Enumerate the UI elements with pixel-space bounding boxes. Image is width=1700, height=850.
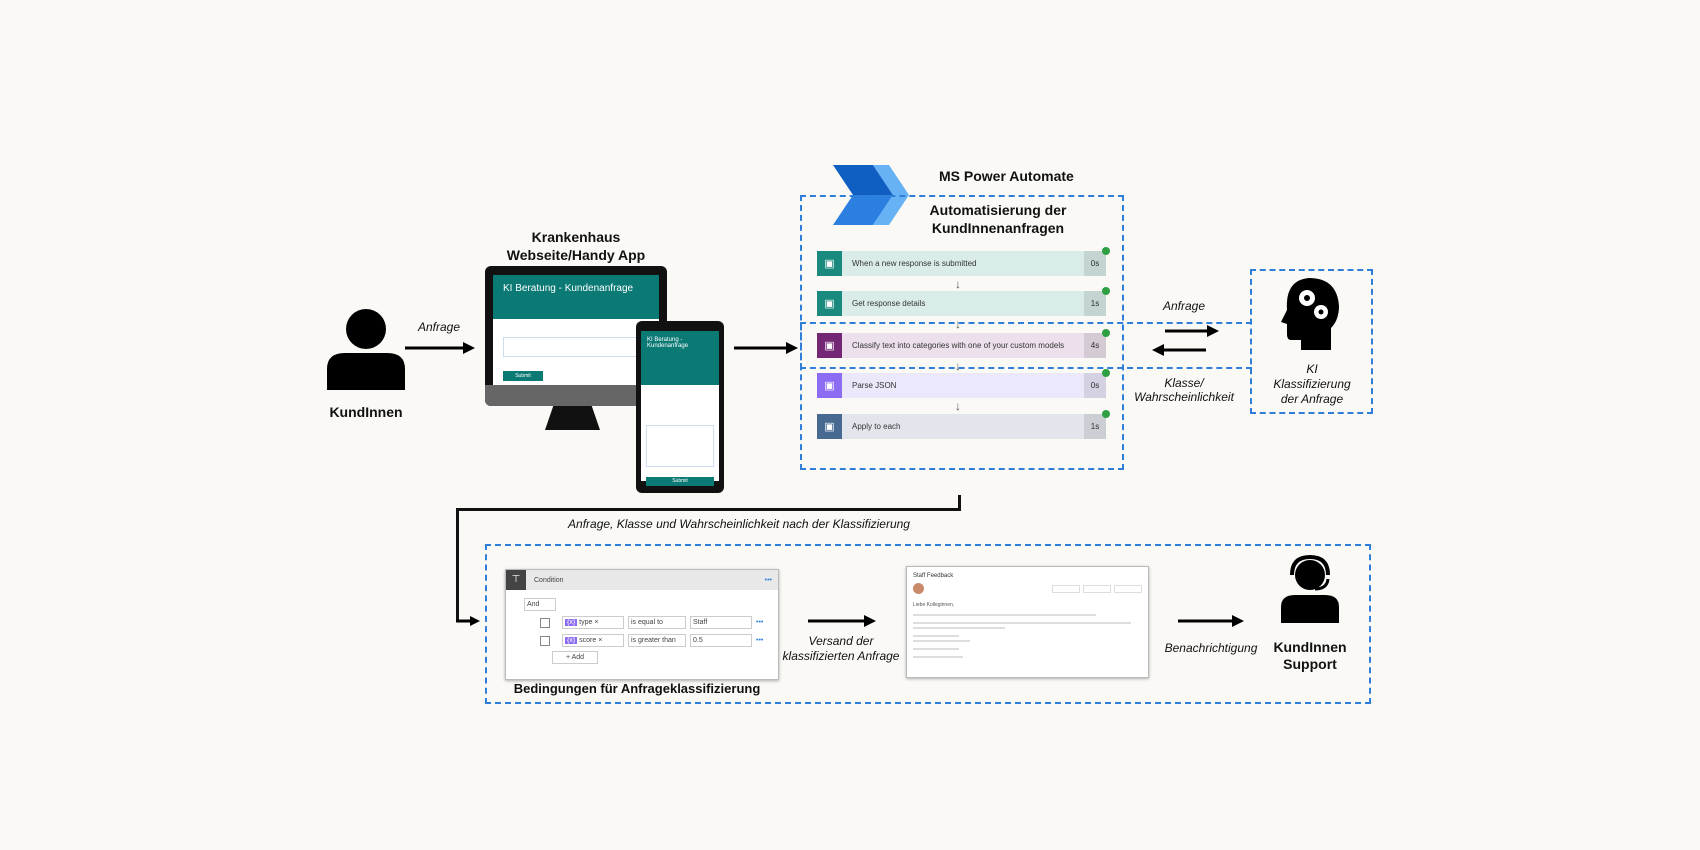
arrow-right-icon	[1178, 615, 1244, 627]
add-label: Add	[571, 654, 585, 661]
connector-line	[456, 508, 459, 622]
condition-caption: Bedingungen für Anfrageklassifizierung	[513, 681, 761, 696]
field-token[interactable]: type	[579, 619, 593, 626]
request-arrow-label: Anfrage	[417, 320, 461, 334]
step-duration: 1s	[1084, 414, 1106, 439]
more-icon[interactable]: •••	[756, 637, 764, 644]
phone-submit-button[interactable]: Submit	[646, 477, 714, 486]
operator-dropdown[interactable]: is equal to	[628, 616, 686, 629]
notify-label: Benachrichtigung	[1164, 641, 1258, 655]
arrow-right-icon	[1165, 325, 1219, 337]
arrow-right-icon	[734, 342, 798, 354]
arrow-right-icon	[456, 616, 480, 626]
condition-row: {x} score × is greater than 0.5 •••	[540, 634, 778, 647]
ai-box	[1250, 269, 1373, 414]
arrow-right-icon	[808, 615, 876, 627]
step-label: Apply to each	[852, 422, 901, 431]
send-label-1: Versand der	[808, 634, 874, 648]
step-icon: ▣	[817, 291, 842, 316]
pa-product-label: MS Power Automate	[939, 168, 1074, 184]
send-label-2: klassifizierten Anfrage	[782, 649, 900, 663]
check-icon	[1102, 287, 1110, 295]
operator-dropdown[interactable]: is greater than	[628, 634, 686, 647]
phone-form-header: KI Beratung - Kundenanfrage	[641, 331, 719, 385]
more-icon[interactable]: •••	[756, 619, 764, 626]
arrow-left-icon	[1152, 344, 1206, 356]
add-button[interactable]: + Add	[552, 651, 598, 664]
support-headset-icon	[1281, 555, 1339, 623]
connector-line	[456, 508, 961, 511]
ai-request-label: Anfrage	[1162, 299, 1206, 313]
flow-step[interactable]: ▣ Get response details 1s	[817, 287, 1110, 316]
down-arrow-icon: ↓	[955, 359, 961, 373]
step-icon: ▣	[817, 373, 842, 398]
ai-response-label-2: Wahrscheinlichkeit	[1134, 390, 1234, 404]
checkbox[interactable]	[540, 635, 550, 646]
customers-label: KundInnen	[329, 404, 403, 420]
flow-step[interactable]: ▣ Classify text into categories with one…	[817, 329, 1110, 358]
pa-title-2: KundInnenanfragen	[931, 220, 1065, 236]
support-label-2: Support	[1283, 656, 1337, 672]
form-header: KI Beratung - Kundenanfrage	[493, 275, 659, 319]
monitor: KI Beratung - Kundenanfrage Submit	[485, 266, 667, 406]
step-duration: 1s	[1084, 291, 1106, 316]
connector-line	[958, 495, 961, 511]
ai-head-gears-icon	[1281, 278, 1339, 350]
person-icon	[327, 309, 405, 390]
email-preview: Staff Feedback Liebe Kolleginnen,	[906, 566, 1149, 678]
field-token[interactable]: score	[579, 637, 597, 644]
down-arrow-icon: ↓	[955, 277, 961, 291]
condition-row: {x} type × is equal to Staff •••	[540, 616, 778, 629]
step-icon: ▣	[817, 251, 842, 276]
down-arrow-icon: ↓	[955, 317, 961, 331]
website-title-2: Webseite/Handy App	[506, 247, 646, 263]
flow-step[interactable]: ▣ Apply to each 1s	[817, 410, 1110, 439]
condition-icon: ⊤	[506, 570, 526, 590]
classification-box	[800, 322, 1252, 369]
step-label: Get response details	[852, 299, 926, 308]
operator-select[interactable]: And	[524, 598, 556, 611]
flow-step[interactable]: ▣ When a new response is submitted 0s	[817, 247, 1110, 276]
flow-step[interactable]: ▣ Parse JSON 0s	[817, 369, 1110, 398]
routing-box	[485, 544, 1371, 704]
step-label: Parse JSON	[852, 381, 897, 390]
value-input[interactable]: Staff	[690, 616, 752, 629]
step-duration: 0s	[1084, 251, 1106, 276]
arrow-right-icon	[405, 342, 475, 354]
connector-label: Anfrage, Klasse und Wahrscheinlichkeit n…	[568, 517, 910, 531]
website-title-1: Krankenhaus	[531, 229, 621, 245]
condition-title: Condition	[534, 576, 564, 584]
email-subject: Staff Feedback	[913, 573, 954, 579]
step-label: Classify text into categories with one o…	[852, 341, 1065, 350]
step-duration: 0s	[1084, 373, 1106, 398]
check-icon	[1102, 329, 1110, 337]
step-icon: ▣	[817, 333, 842, 358]
ai-label-3: der Anfrage	[1280, 392, 1344, 406]
pa-title-1: Automatisierung der	[929, 202, 1067, 218]
check-icon	[1102, 247, 1110, 255]
email-greeting: Liebe Kolleginnen,	[913, 602, 955, 608]
check-icon	[1102, 410, 1110, 418]
phone: KI Beratung - Kundenanfrage Submit	[636, 321, 724, 493]
step-label: When a new response is submitted	[852, 259, 977, 268]
step-icon: ▣	[817, 414, 842, 439]
power-automate-logo-icon	[833, 165, 909, 225]
more-icon[interactable]: •••	[764, 576, 772, 584]
ai-response-label-1: Klasse/	[1164, 376, 1204, 390]
submit-button[interactable]: Submit	[503, 371, 543, 381]
step-duration: 4s	[1084, 333, 1106, 358]
check-icon	[1102, 369, 1110, 377]
value-input[interactable]: 0.5	[690, 634, 752, 647]
support-label-1: KundInnen	[1273, 639, 1347, 655]
checkbox[interactable]	[540, 617, 550, 628]
ai-label-2: Klassifizierung	[1273, 377, 1351, 391]
condition-card: ⊤ Condition ••• And {x} type × is equal …	[505, 569, 779, 680]
ai-label-1: KI	[1306, 362, 1318, 376]
down-arrow-icon: ↓	[955, 399, 961, 413]
